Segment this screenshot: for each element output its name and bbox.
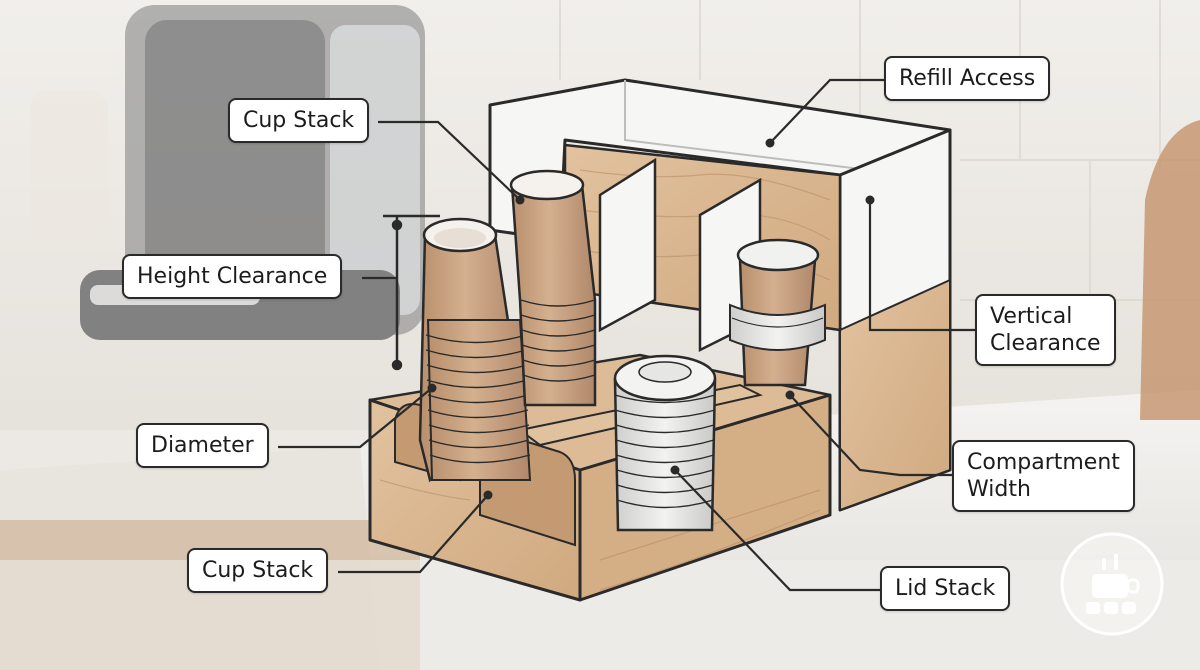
label-lid-stack: Lid Stack [880, 566, 1011, 611]
lid-stack-text: Lid Stack [895, 576, 996, 601]
label-cup-stack-bottom: Cup Stack [187, 548, 329, 593]
leader-lines [278, 78, 978, 592]
cup-lid-stack-right [729, 238, 826, 387]
label-compartment-width: Compartment Width [952, 440, 1135, 512]
coffee-robot-icon [1060, 532, 1164, 636]
label-height-clearance: Height Clearance [122, 254, 343, 299]
diameter-text: Diameter [151, 433, 254, 458]
back-panel-inner [624, 80, 951, 181]
cup-stack-bottom-text: Cup Stack [202, 558, 314, 583]
leader-dots [427, 138, 875, 500]
cup-stack-back [509, 169, 597, 407]
vertical-clearance-line2: Clearance [990, 331, 1101, 356]
compartment-width-line1: Compartment [967, 450, 1120, 475]
refill-access-text: Refill Access [899, 66, 1036, 91]
label-diameter: Diameter [136, 423, 269, 468]
cup-stack-top-text: Cup Stack [243, 108, 355, 133]
label-cup-stack-top: Cup Stack [228, 98, 370, 143]
height-clearance-marker [383, 214, 440, 371]
lid-stack-front [613, 354, 717, 532]
height-clearance-text: Height Clearance [137, 264, 328, 289]
canister [30, 90, 108, 240]
compartment-width-line2: Width [967, 477, 1031, 502]
cup-stack-left [418, 217, 532, 483]
vertical-clearance-line1: Vertical [990, 304, 1073, 329]
label-refill-access: Refill Access [884, 56, 1051, 101]
cutting-board [1140, 120, 1200, 420]
label-vertical-clearance: Vertical Clearance [975, 294, 1116, 366]
divider-left [598, 157, 657, 333]
